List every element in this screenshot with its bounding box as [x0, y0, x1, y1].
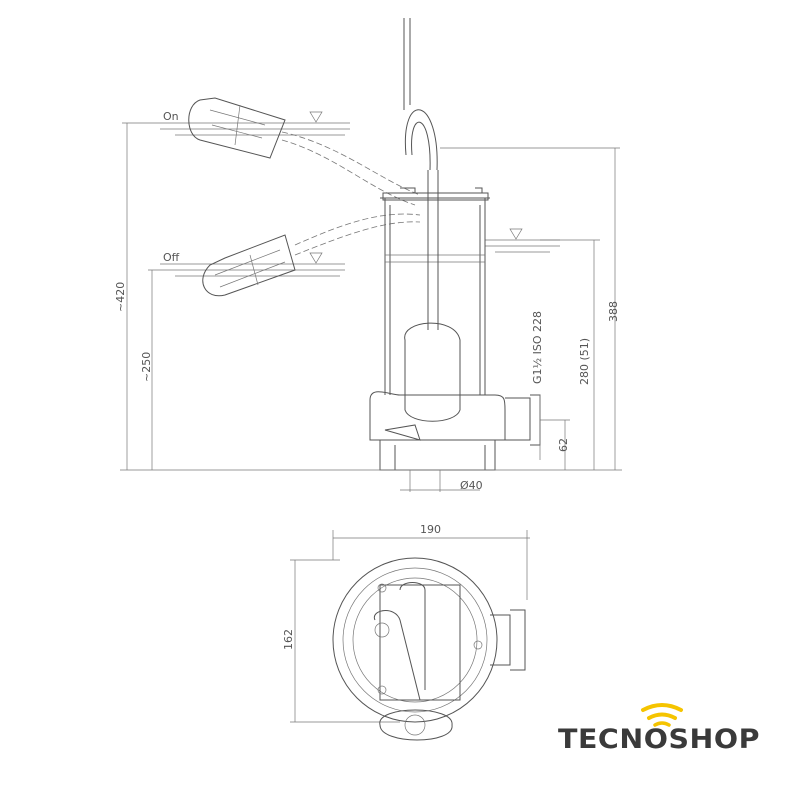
- dim-162: 162: [282, 629, 295, 650]
- dim-62: 62: [557, 438, 570, 452]
- dia-40: Ø40: [460, 479, 483, 492]
- dim-250: ~250: [140, 352, 153, 382]
- dim-388: 388: [607, 301, 620, 322]
- dim-280: 280 (51): [578, 338, 591, 385]
- side-view: [160, 18, 560, 471]
- dim-420: ~420: [114, 282, 127, 312]
- top-view: [332, 557, 526, 741]
- svg-text:TECNOSHOP: TECNOSHOP: [558, 724, 760, 755]
- thread-label: G1½ ISO 228: [531, 311, 544, 384]
- dimension-lines: [120, 122, 622, 723]
- dim-190: 190: [420, 523, 441, 536]
- signal-icon: [641, 703, 683, 712]
- label-on: On: [163, 110, 179, 123]
- label-off: Off: [163, 251, 180, 264]
- tecnoshop-logo: TECNOSHOP: [558, 703, 760, 755]
